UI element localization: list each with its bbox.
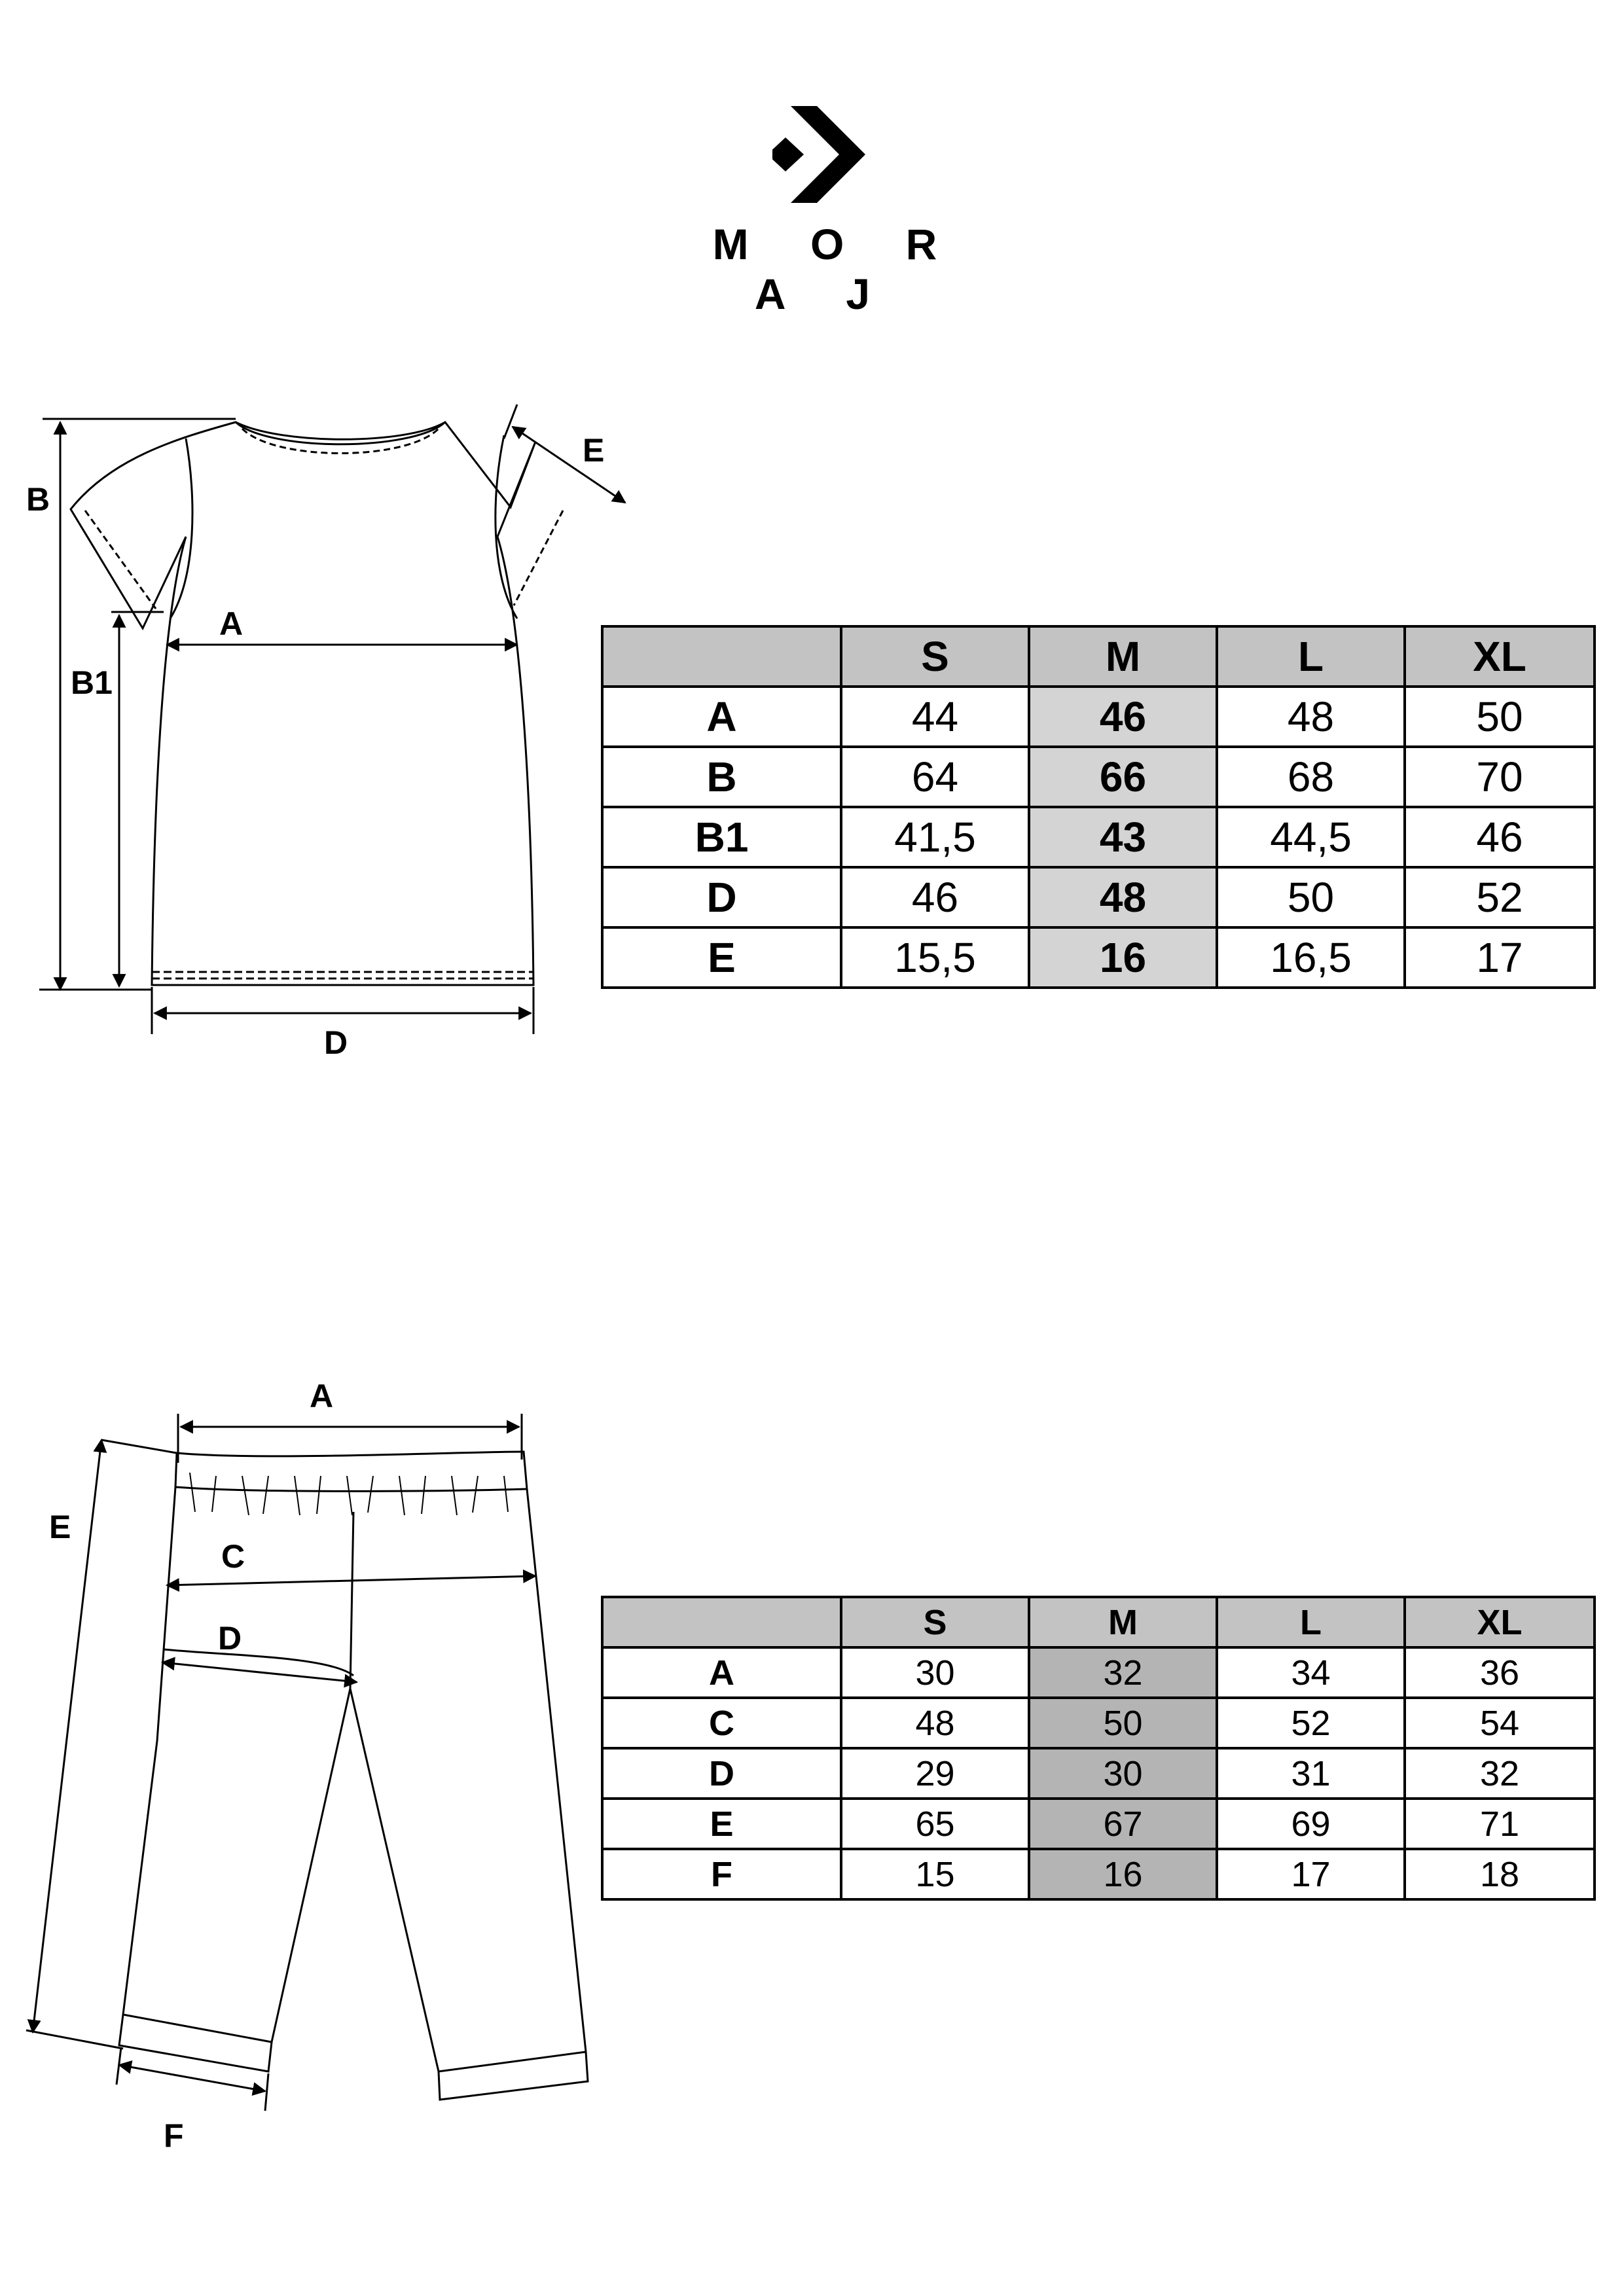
table-row: F 15 16 17 18: [601, 1848, 1596, 1901]
table-cell: 52: [1403, 866, 1596, 929]
table-header-cell: XL: [1403, 1596, 1596, 1649]
table-cell: 48: [840, 1696, 1030, 1749]
table-row: A 30 32 34 36: [601, 1646, 1596, 1699]
table-header-cell: XL: [1403, 625, 1596, 688]
table-cell: 32: [1028, 1646, 1218, 1699]
tshirt-diagram: B B1 A D E: [26, 404, 626, 1061]
table-header-cell: M: [1028, 625, 1218, 688]
tshirt-label-a: A: [219, 605, 243, 642]
table-cell: 50: [1216, 866, 1406, 929]
table-cell: 41,5: [840, 806, 1030, 869]
tshirt-label-b1: B1: [71, 664, 113, 701]
table-row: B1 41,5 43 44,5 46: [601, 806, 1596, 869]
row-label: B: [601, 745, 842, 808]
table-cell: 68: [1216, 745, 1406, 808]
row-label: D: [601, 1747, 842, 1800]
table-header-cell: L: [1216, 625, 1406, 688]
row-label: E: [601, 1797, 842, 1850]
table-header-cell: L: [1216, 1596, 1406, 1649]
table-cell: 46: [1403, 806, 1596, 869]
table-cell: 52: [1216, 1696, 1406, 1749]
table-cell: 17: [1216, 1848, 1406, 1901]
pants-label-e: E: [49, 1509, 71, 1545]
moraj-arrow-logo-icon: [772, 106, 865, 203]
table-cell: 48: [1028, 866, 1218, 929]
table-cell: 70: [1403, 745, 1596, 808]
table-cell: 44,5: [1216, 806, 1406, 869]
pants-diagram: A E C D F: [26, 1378, 589, 2154]
table-row: C 48 50 52 54: [601, 1696, 1596, 1749]
pants-label-a: A: [310, 1378, 333, 1414]
table-cell: 65: [840, 1797, 1030, 1850]
pants-label-d: D: [218, 1620, 242, 1657]
table-cell: 34: [1216, 1646, 1406, 1699]
table-cell: 32: [1403, 1747, 1596, 1800]
table-header-row: S M L XL: [601, 1596, 1596, 1649]
row-label: E: [601, 926, 842, 989]
table-cell: 64: [840, 745, 1030, 808]
brand-name: M O R A J: [712, 220, 962, 318]
table-row: E 65 67 69 71: [601, 1797, 1596, 1850]
table-header-cell: M: [1028, 1596, 1218, 1649]
table-cell: 36: [1403, 1646, 1596, 1699]
table-cell: 43: [1028, 806, 1218, 869]
table-cell: 54: [1403, 1696, 1596, 1749]
table-cell: 50: [1028, 1696, 1218, 1749]
table-cell: 17: [1403, 926, 1596, 989]
table-cell: 31: [1216, 1747, 1406, 1800]
table-cell: 16,5: [1216, 926, 1406, 989]
table-header-cell: [601, 625, 842, 688]
row-label: A: [601, 1646, 842, 1699]
table-cell: 46: [1028, 685, 1218, 748]
table-cell: 69: [1216, 1797, 1406, 1850]
table-cell: 30: [840, 1646, 1030, 1699]
table-cell: 16: [1028, 1848, 1218, 1901]
table-cell: 44: [840, 685, 1030, 748]
row-label: D: [601, 866, 842, 929]
pants-label-c: C: [221, 1538, 245, 1575]
row-label: C: [601, 1696, 842, 1749]
table-row: E 15,5 16 16,5 17: [601, 926, 1596, 989]
table-cell: 15: [840, 1848, 1030, 1901]
row-label: B1: [601, 806, 842, 869]
table-header-row: S M L XL: [601, 625, 1596, 688]
pants-size-table: S M L XL A 30 32 34 36 C 48 50 52 54 D 2…: [601, 1596, 1596, 1901]
tshirt-size-table: S M L XL A 44 46 48 50 B 64 66 68 70 B1 …: [601, 625, 1596, 989]
table-header-cell: S: [840, 1596, 1030, 1649]
pants-label-f: F: [164, 2117, 184, 2154]
tshirt-label-d: D: [324, 1024, 348, 1061]
table-header-cell: [601, 1596, 842, 1649]
row-label: A: [601, 685, 842, 748]
table-cell: 67: [1028, 1797, 1218, 1850]
table-cell: 46: [840, 866, 1030, 929]
table-row: A 44 46 48 50: [601, 685, 1596, 748]
tshirt-label-b: B: [26, 481, 50, 518]
table-cell: 29: [840, 1747, 1030, 1800]
table-cell: 48: [1216, 685, 1406, 748]
table-cell: 71: [1403, 1797, 1596, 1850]
table-row: D 46 48 50 52: [601, 866, 1596, 929]
table-row: B 64 66 68 70: [601, 745, 1596, 808]
tshirt-label-e: E: [583, 432, 604, 469]
table-cell: 15,5: [840, 926, 1030, 989]
table-cell: 16: [1028, 926, 1218, 989]
table-cell: 18: [1403, 1848, 1596, 1901]
table-cell: 66: [1028, 745, 1218, 808]
table-header-cell: S: [840, 625, 1030, 688]
row-label: F: [601, 1848, 842, 1901]
table-cell: 30: [1028, 1747, 1218, 1800]
table-cell: 50: [1403, 685, 1596, 748]
table-row: D 29 30 31 32: [601, 1747, 1596, 1800]
